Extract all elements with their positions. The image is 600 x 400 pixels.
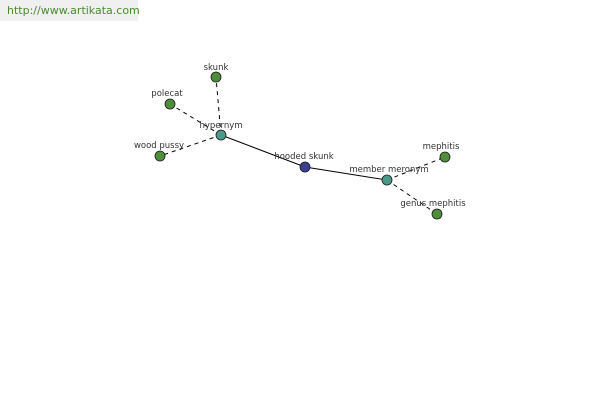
edge-hypernym-polecat (169, 103, 222, 136)
node-label-genus-mephitis[interactable]: genus mephitis (400, 199, 466, 209)
site-url-link[interactable]: http://www.artikata.com (0, 0, 140, 21)
edge-hypernym-wood-pussy (159, 134, 222, 157)
edge-member-meronym-genus-mephitis (386, 179, 438, 215)
node-mephitis[interactable] (439, 151, 451, 163)
nodes-layer (154, 71, 451, 220)
node-genus-mephitis[interactable] (431, 208, 443, 220)
node-label-hypernym[interactable]: hypernym (199, 121, 242, 131)
edge-hooded-skunk-hypernym (220, 134, 306, 168)
edges-layer (159, 76, 446, 215)
edge-member-meronym-mephitis (386, 156, 446, 181)
labels-layer: hooded skunk hypernym member meronym skunk p… (134, 63, 466, 209)
node-label-hooded-skunk[interactable]: hooded skunk (274, 152, 333, 162)
node-label-skunk[interactable]: skunk (204, 63, 229, 73)
node-label-mephitis[interactable]: mephitis (423, 142, 460, 152)
node-label-polecat[interactable]: polecat (151, 89, 183, 99)
node-skunk[interactable] (210, 71, 222, 83)
node-hypernym[interactable] (215, 129, 227, 141)
node-polecat[interactable] (164, 98, 176, 110)
node-hooded-skunk[interactable] (299, 161, 311, 173)
node-label-member-meronym[interactable]: member meronym (349, 165, 428, 175)
edge-hooded-skunk-member-meronym (304, 166, 388, 181)
node-wood-pussy[interactable] (154, 150, 166, 162)
edge-hypernym-skunk (215, 76, 222, 136)
node-member-meronym[interactable] (381, 174, 393, 186)
node-label-wood-pussy[interactable]: wood pussy (134, 141, 184, 151)
